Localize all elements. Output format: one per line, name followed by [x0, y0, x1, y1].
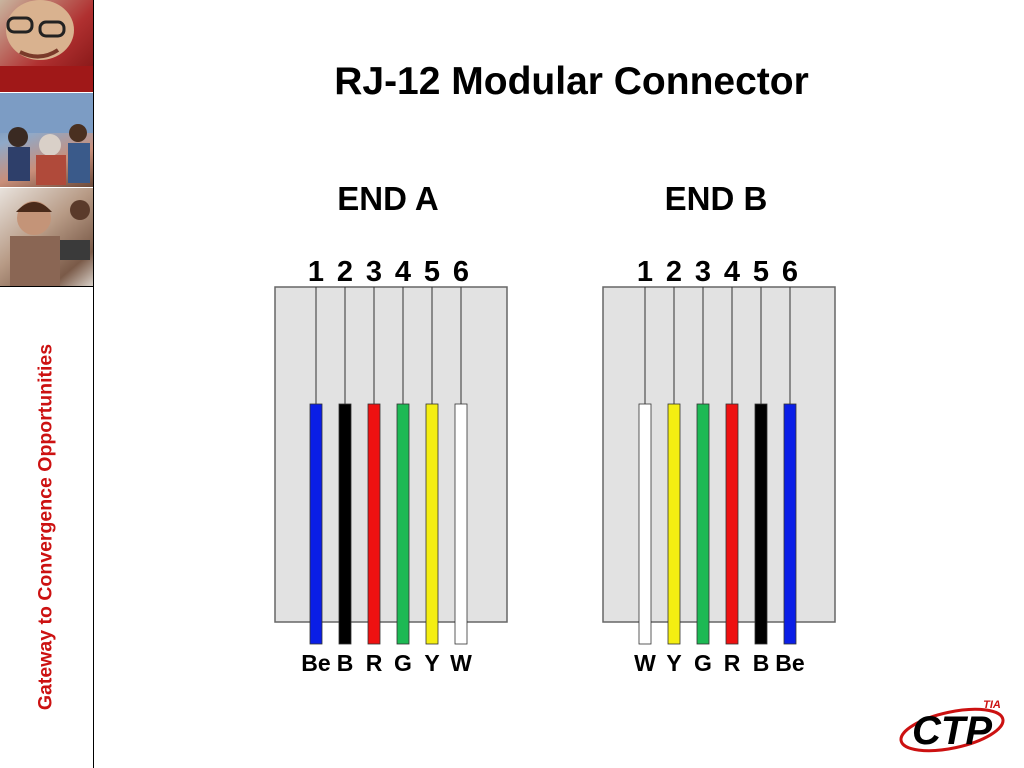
wire — [696, 403, 710, 645]
wire — [783, 403, 797, 645]
wire — [425, 403, 439, 645]
pin-number: 3 — [695, 256, 711, 288]
sidebar: Gateway to Convergence Opportunities — [0, 0, 94, 768]
wire-color-code: Be — [301, 650, 330, 676]
pin-number: 6 — [782, 256, 798, 288]
pin-number: 2 — [666, 256, 682, 288]
connector-label: END A — [337, 180, 438, 217]
wire-color-code: R — [724, 650, 741, 676]
wire-color-code: B — [753, 650, 770, 676]
connector-end-a: END A 1Be 2B 3R 4G 5Y 6W — [274, 180, 508, 676]
wire-color-code: R — [366, 650, 383, 676]
pin-number: 2 — [337, 256, 353, 288]
ctp-logo: CTP TIA — [899, 699, 1005, 753]
wire — [725, 403, 739, 645]
wire — [754, 403, 768, 645]
wire — [309, 403, 323, 645]
wire-color-code: Y — [666, 650, 681, 676]
pin-number: 1 — [637, 256, 653, 288]
connector-label: END B — [665, 180, 768, 217]
pin-number: 4 — [724, 256, 740, 288]
pin-number: 4 — [395, 256, 411, 288]
logo-text: CTP — [912, 709, 992, 753]
pin-number: 5 — [424, 256, 440, 288]
pin-number: 6 — [453, 256, 469, 288]
pin-number: 5 — [753, 256, 769, 288]
wire — [638, 403, 652, 645]
wire — [367, 403, 381, 645]
wire — [454, 403, 468, 645]
logo-superscript: TIA — [983, 699, 1001, 711]
wire — [667, 403, 681, 645]
wire-color-code: W — [634, 650, 656, 676]
photo-man-glasses — [0, 0, 93, 92]
connector-end-b: END B 1W 2Y 3G 4R 5B 6Be — [602, 180, 836, 676]
wire-color-code: Be — [775, 650, 804, 676]
wire-color-code: G — [694, 650, 712, 676]
wire-color-code: Y — [424, 650, 439, 676]
pin-number: 1 — [308, 256, 324, 288]
wire-color-code: B — [337, 650, 354, 676]
wire — [396, 403, 410, 645]
pin-number: 3 — [366, 256, 382, 288]
wire-color-code: W — [450, 650, 472, 676]
photo-classroom — [0, 93, 93, 187]
connector-body — [602, 286, 836, 623]
wire-color-code: G — [394, 650, 412, 676]
photo-woman-laptop — [0, 188, 93, 286]
wire — [338, 403, 352, 645]
slide-title: RJ-12 Modular Connector — [334, 60, 809, 103]
